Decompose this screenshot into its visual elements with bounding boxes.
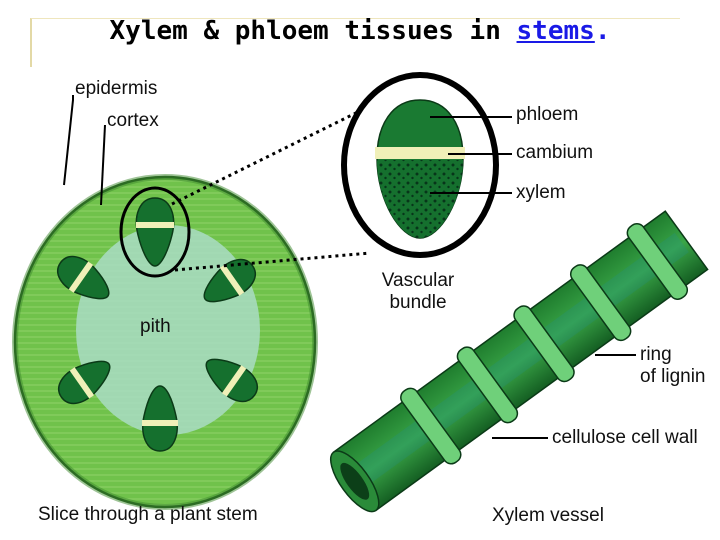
- cambium-band: [375, 147, 465, 159]
- bundle-left-upper: [57, 255, 110, 300]
- label-vascular-line2: bundle: [389, 292, 447, 313]
- label-cortex: cortex: [107, 110, 159, 131]
- vessel-lumen: [340, 462, 370, 500]
- leader-lines: [63, 95, 636, 439]
- vascular-bundles: [57, 197, 258, 452]
- label-pith: pith: [140, 316, 171, 337]
- label-phloem: phloem: [516, 104, 579, 125]
- bundle-top: [135, 197, 175, 267]
- bundle-right-upper: [203, 258, 256, 303]
- zoom-line-bottom: [174, 251, 371, 272]
- bundle-right-lower: [205, 358, 258, 403]
- leader-epidermis: [63, 95, 74, 186]
- label-epidermis: epidermis: [75, 78, 158, 99]
- label-cellulose-wall: cellulose cell wall: [552, 427, 698, 448]
- label-ring-line2: of lignin: [640, 366, 706, 387]
- slide-title: Xylem & phloem tissues in stems.: [0, 16, 720, 46]
- caption-xylem-vessel: Xylem vessel: [492, 505, 604, 526]
- title-suffix: .: [594, 16, 611, 46]
- xylem-vessel: [329, 210, 709, 513]
- label-cambium: cambium: [516, 142, 594, 163]
- lignin-rings: [400, 223, 689, 465]
- label-vascular-bundle: Vascular bundle: [358, 270, 478, 314]
- zoom-line-top: [171, 108, 363, 206]
- stem-epidermis: [12, 174, 318, 510]
- leader-cortex: [100, 124, 106, 206]
- title-frame: [30, 18, 680, 67]
- title-prefix: Xylem & phloem tissues in: [109, 16, 517, 46]
- caption-stem-slice: Slice through a plant stem: [38, 504, 258, 525]
- enlarged-bundle: [375, 99, 465, 239]
- bundle-left-lower: [58, 360, 111, 405]
- label-ring-line1: ring: [640, 344, 672, 365]
- title-link-stems[interactable]: stems: [516, 16, 595, 46]
- bundle-bottom: [142, 385, 178, 452]
- bundle-highlight-circle: [119, 186, 191, 278]
- label-xylem: xylem: [516, 182, 566, 203]
- label-vascular-line1: Vascular: [381, 270, 455, 291]
